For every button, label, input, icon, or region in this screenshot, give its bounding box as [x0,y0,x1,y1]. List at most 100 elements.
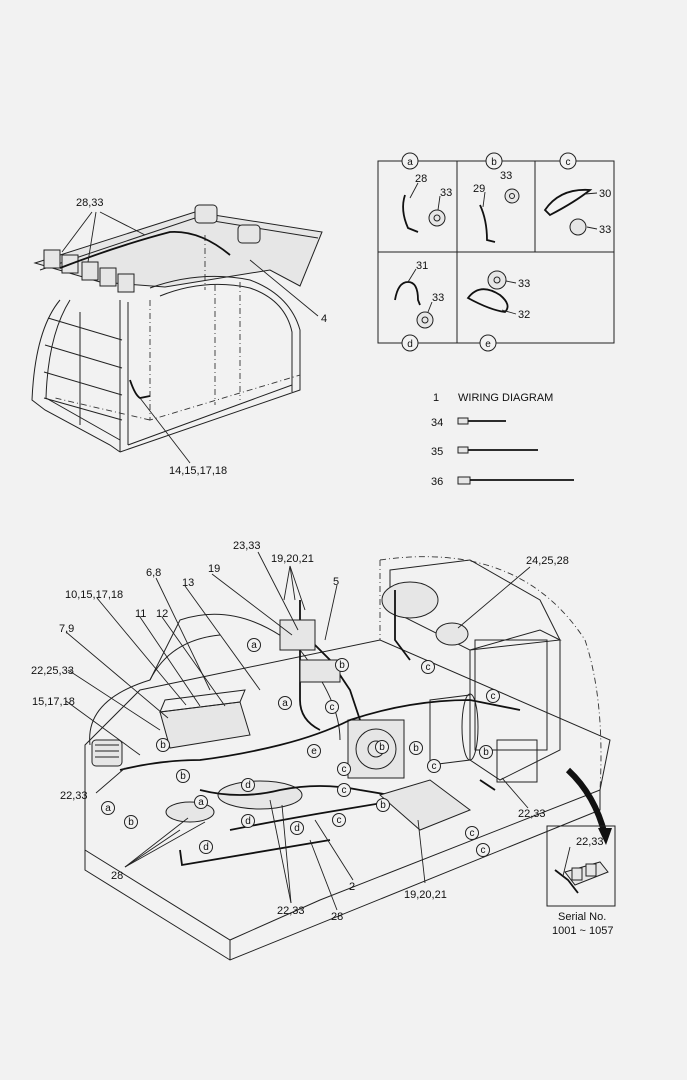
callout-10-15-17-18: 10,15,17,18 [65,589,123,601]
serial-detail-inset [546,767,616,907]
callout-7-9: 7,9 [59,623,74,635]
svg-text:c: c [342,785,347,796]
wiring-diagram-number: 1 [433,392,439,404]
callout-c-5: c [337,762,351,776]
rear-work-light-icons [194,204,261,244]
svg-text:d: d [245,780,251,791]
svg-text:b: b [413,743,419,754]
callout-c-9: c [476,843,490,857]
callout-b-2: b [375,740,389,754]
serial-number-range: 1001 ~ 1057 [552,925,613,937]
clamp-b-icon [479,204,496,243]
svg-text:d: d [245,816,251,827]
callout-28-bottom: 28 [331,911,343,923]
svg-text:e: e [485,339,491,350]
clamp-detail-table [377,160,615,344]
cable-tie-long-icon [457,476,574,485]
svg-text:a: a [198,797,204,808]
clamp-letter-b: b [485,152,503,170]
wiring-diagram-label: WIRING DIAGRAM [458,392,553,404]
callout-c-3: c [486,689,500,703]
nut-d-icon [416,311,434,329]
svg-text:c: c [330,702,335,713]
clamp-e-part-2: 32 [518,309,530,321]
front-work-light-icons [43,249,135,293]
callout-b-8: b [124,815,138,829]
cab-callout-4: 4 [321,313,327,325]
nut-e-icon [487,270,507,290]
callout-c-7: c [332,813,346,827]
callout-19-20-21-top: 19,20,21 [271,553,314,565]
clamp-letter-c: c [559,152,577,170]
callout-15-17-18: 15,17,18 [32,696,75,708]
clamp-d-icon [394,281,421,306]
callout-22-33-bottom: 22,33 [277,905,305,917]
callout-b-7: b [176,769,190,783]
clamp-a-part-2: 33 [440,187,452,199]
callout-23-33: 23,33 [233,540,261,552]
clamp-c-part-2: 33 [599,224,611,236]
callout-b-6: b [156,738,170,752]
clamp-a-part-1: 28 [415,173,427,185]
cab-callout-14-15-17-18: 14,15,17,18 [169,465,227,477]
clamp-b-part-1: 29 [473,183,485,195]
svg-text:b: b [483,747,489,758]
callout-c-4: c [427,759,441,773]
callout-c-8: c [465,826,479,840]
svg-text:d: d [407,339,413,350]
clamp-letter-a: a [401,152,419,170]
svg-text:c: c [342,764,347,775]
callout-5: 5 [333,576,339,588]
chassis-leaders [65,551,531,911]
svg-text:a: a [407,157,413,168]
tie-34-number: 34 [431,417,443,429]
callout-b-4: b [479,745,493,759]
callout-6-8: 6,8 [146,567,161,579]
cab-callout-28-33: 28,33 [76,197,104,209]
clamp-e-part-1: 33 [518,278,530,290]
callout-d-2: d [241,814,255,828]
nut-a-icon [428,209,446,227]
clamp-letter-e: e [479,334,497,352]
callout-2: 2 [349,881,355,893]
clamp-e-icon [466,288,509,313]
svg-text:c: c [481,845,486,856]
clamp-c-icon [543,188,593,217]
serial-number-label: Serial No. [558,911,606,923]
callout-22-33-left: 22,33 [60,790,88,802]
nut-b-icon [504,188,520,204]
cable-tie-medium-icon [457,446,538,454]
svg-text:a: a [105,803,111,814]
svg-text:e: e [311,746,317,757]
callout-b-3: b [409,741,423,755]
callout-28-left: 28 [111,870,123,882]
svg-text:d: d [294,823,300,834]
callout-a-4: a [194,795,208,809]
tie-35-number: 35 [431,446,443,458]
callout-19-20-21-bottom: 19,20,21 [404,889,447,901]
clamp-a-icon [402,194,419,233]
svg-text:b: b [160,740,166,751]
svg-text:b: b [491,157,497,168]
callout-22-25-33: 22,25,33 [31,665,74,677]
callout-11: 11 [135,608,146,620]
svg-text:c: c [432,761,437,772]
clamp-b-part-2: 33 [500,170,512,182]
clamp-d-part-1: 31 [416,260,428,272]
svg-text:c: c [566,157,571,168]
callout-19: 19 [208,563,220,575]
svg-text:b: b [180,771,186,782]
clamp-d-part-2: 33 [432,292,444,304]
svg-text:a: a [282,698,288,709]
callout-c-1: c [421,660,435,674]
nut-c-icon [569,218,587,236]
callout-d-4: d [199,840,213,854]
svg-text:c: c [426,662,431,673]
svg-text:b: b [339,660,345,671]
clamp-letter-d: d [401,334,419,352]
callout-e-1: e [307,744,321,758]
callout-24-25-28: 24,25,28 [526,555,569,567]
callout-a-2: a [278,696,292,710]
callout-d-3: d [290,821,304,835]
